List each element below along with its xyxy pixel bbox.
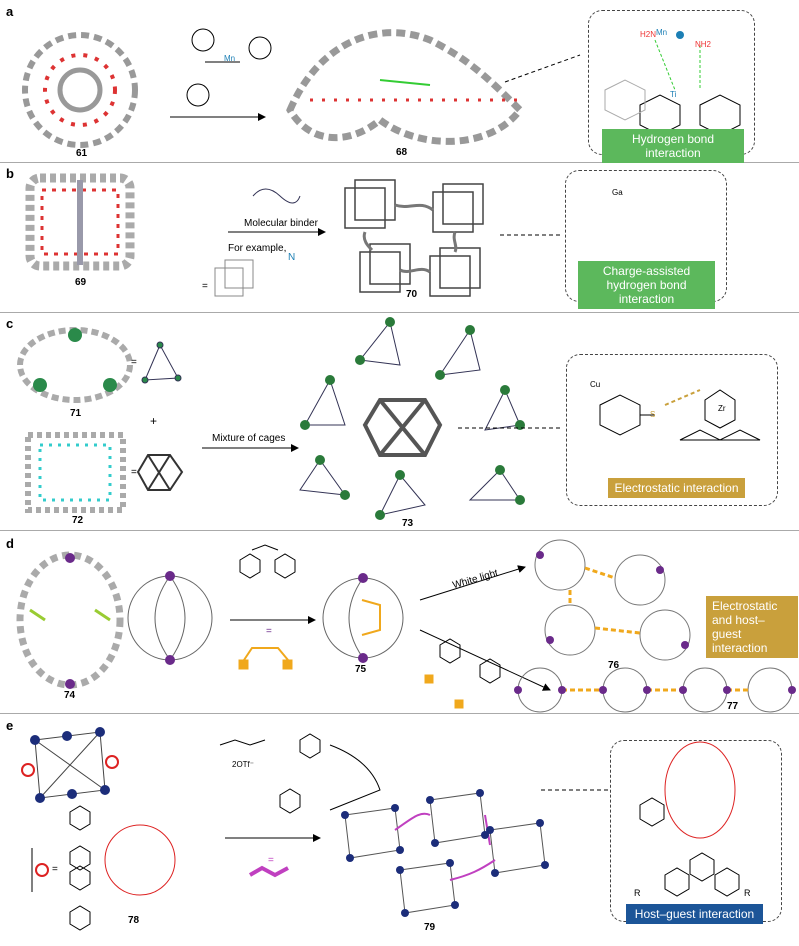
mixture-label: Mixture of cages <box>212 433 286 444</box>
panel-label-c: c <box>6 316 14 331</box>
divider <box>0 162 799 163</box>
compound-71: 71 <box>70 408 82 419</box>
panel-label-d: d <box>6 536 14 551</box>
cage-71 <box>17 327 133 403</box>
inset-nh2-label: NH2 <box>695 40 712 49</box>
divider <box>0 713 799 714</box>
axle-schematic <box>248 865 289 878</box>
binder-label: Molecular binder <box>244 218 318 229</box>
compound-78-structure <box>31 805 176 931</box>
compound-70: 70 <box>406 289 418 300</box>
inset-e-structure <box>639 741 740 897</box>
inset-c-structure <box>599 389 761 441</box>
azobenzene-disulfonate <box>239 544 296 579</box>
divider <box>0 530 799 531</box>
panel-label-a: a <box>6 4 14 19</box>
assembly-70 <box>344 179 484 297</box>
compound-75: 75 <box>355 664 367 675</box>
cage-72 <box>25 432 126 513</box>
equals-e: = <box>52 864 58 875</box>
inset-s-label: S <box>650 410 656 419</box>
compound-69: 69 <box>75 277 87 288</box>
inset-a-structure <box>604 31 741 136</box>
interaction-tag-e: Host–guest interaction <box>626 904 763 924</box>
panel-label-e: e <box>6 718 14 733</box>
assembly-76 <box>534 539 691 661</box>
example-label: For example, <box>228 243 287 254</box>
assembly-79 <box>341 789 549 917</box>
inset-h2n-label: H2N <box>640 30 657 39</box>
complex-75 <box>322 573 404 663</box>
cage-74 <box>16 551 124 689</box>
interaction-tag-c: Electrostatic interaction <box>608 478 745 498</box>
interaction-tag-b: Charge-assisted hydrogen bond interactio… <box>578 261 715 309</box>
interaction-tag-d: Electrostatic and host–guest interaction <box>706 596 798 658</box>
r-group-left: R <box>634 888 641 898</box>
ammonium-axle <box>219 733 381 814</box>
compound-61: 61 <box>76 148 88 159</box>
macrocycle-schematic <box>21 727 119 803</box>
equals-b: = <box>202 281 208 292</box>
compound-78: 78 <box>128 915 140 926</box>
cube-legend <box>214 259 254 297</box>
compound-72: 72 <box>72 515 84 526</box>
compound-74: 74 <box>64 690 76 701</box>
inset-ga-label: Ga <box>612 188 623 197</box>
cis-azobenzene <box>424 638 501 709</box>
cuboctahedron-legend <box>136 454 184 491</box>
inset-cu-label: Cu <box>590 380 601 389</box>
ammonium-n: N <box>288 252 296 263</box>
mn-label: Mn <box>224 54 236 63</box>
r-group-right: R <box>744 888 751 898</box>
inset-ti-label: Ti <box>670 90 677 99</box>
compound-76: 76 <box>608 660 620 671</box>
counterion-label: 2OTf⁻ <box>232 760 255 769</box>
arrow-white-light <box>419 565 526 601</box>
compound-68: 68 <box>396 147 408 158</box>
equals-e2: = <box>268 855 274 866</box>
plus-c: + <box>150 414 158 428</box>
inset-mn-label: Mn <box>656 28 668 37</box>
cage-61 <box>22 32 138 148</box>
mn-complex <box>186 28 272 107</box>
assembly-68 <box>286 29 525 145</box>
inset-box-e <box>610 740 782 922</box>
compound-73: 73 <box>402 518 414 529</box>
divider <box>0 312 799 313</box>
tetrahedron-legend <box>141 341 182 384</box>
inset-zr-label: Zr <box>718 404 726 413</box>
equals-c1: = <box>131 357 137 368</box>
arrow-dark <box>419 629 551 691</box>
equals-c2: = <box>131 467 137 478</box>
cage-schematic <box>127 571 213 665</box>
interaction-tag-a: Hydrogen bond interaction <box>602 129 744 163</box>
guest-schematic <box>238 647 293 670</box>
assembly-73 <box>299 317 525 520</box>
assembly-77 <box>514 667 796 713</box>
equals-d: = <box>266 626 272 637</box>
compound-79: 79 <box>424 922 436 933</box>
cage-69 <box>25 173 135 271</box>
binder-curve <box>252 188 301 204</box>
panel-label-b: b <box>6 166 14 181</box>
compound-77: 77 <box>727 701 739 712</box>
inset-box-c <box>566 354 778 506</box>
